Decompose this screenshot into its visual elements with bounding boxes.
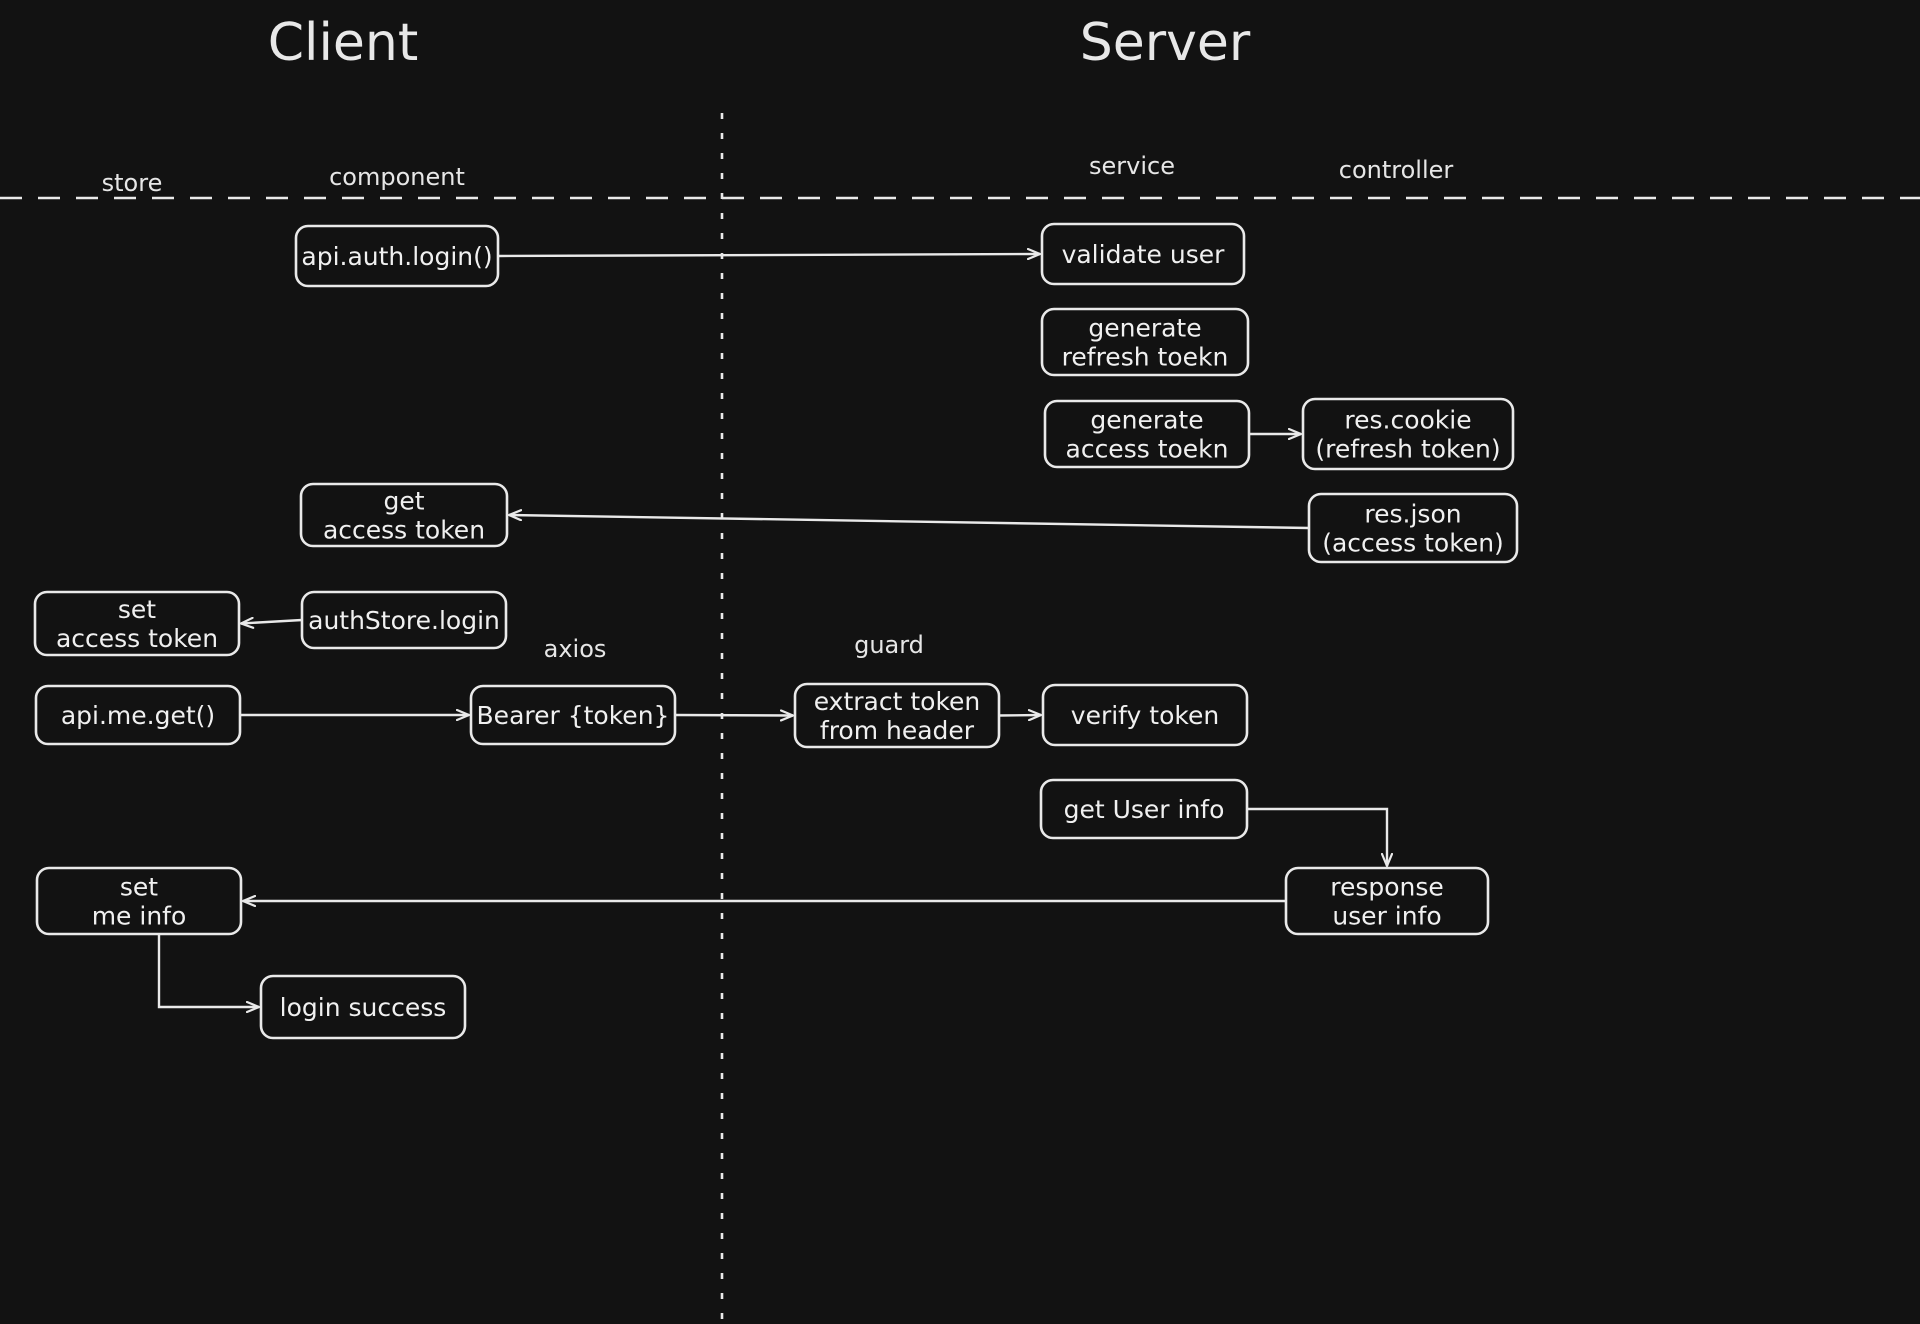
node-box bbox=[1043, 399, 1251, 469]
node-label: user info bbox=[1332, 902, 1441, 931]
labels-layer: Client Server store component axios guard serv… bbox=[102, 13, 1454, 663]
edge-getuser-to-response bbox=[1247, 807, 1387, 866]
node-label: extract token bbox=[814, 687, 981, 716]
node-label: (refresh token) bbox=[1315, 435, 1500, 464]
node-box bbox=[35, 866, 243, 936]
column-label-guard: guard bbox=[854, 631, 924, 659]
node-label: access token bbox=[323, 516, 485, 545]
node-validate-user[interactable]: validate user bbox=[1040, 222, 1246, 286]
lane-title-client: Client bbox=[268, 13, 419, 73]
node-box bbox=[1041, 683, 1249, 747]
node-label: response bbox=[1330, 873, 1444, 902]
node-verify-token[interactable]: verify token bbox=[1041, 683, 1249, 747]
node-label: access toekn bbox=[1066, 435, 1229, 464]
node-api-auth-login[interactable]: api.auth.login() bbox=[294, 224, 500, 288]
node-box bbox=[469, 684, 677, 746]
edge-resjson-to-get-token bbox=[509, 515, 1310, 530]
node-label: refresh toekn bbox=[1062, 343, 1229, 372]
dividers-layer bbox=[0, 113, 1920, 1324]
node-box bbox=[793, 682, 1001, 749]
node-api-me-get[interactable]: api.me.get() bbox=[34, 684, 242, 746]
node-box bbox=[1284, 866, 1490, 936]
lane-title-server: Server bbox=[1080, 13, 1251, 73]
node-label: generate bbox=[1090, 406, 1203, 435]
node-label: me info bbox=[92, 902, 187, 931]
nodes-layer: api.auth.login()validate usergenerateref… bbox=[33, 222, 1519, 1040]
node-label: res.cookie bbox=[1344, 406, 1471, 435]
node-get-user-info[interactable]: get User info bbox=[1039, 778, 1249, 840]
node-box bbox=[259, 974, 467, 1040]
node-box bbox=[1040, 222, 1246, 286]
node-box bbox=[33, 590, 241, 657]
node-label: set bbox=[120, 873, 158, 902]
column-label-axios: axios bbox=[544, 635, 607, 663]
node-box bbox=[1039, 778, 1249, 840]
edge-bearer-to-extract bbox=[674, 715, 793, 716]
node-label: Bearer {token} bbox=[477, 701, 670, 730]
node-box bbox=[294, 224, 500, 288]
node-box bbox=[300, 590, 508, 650]
node-label: validate user bbox=[1062, 240, 1226, 269]
node-label: login success bbox=[280, 993, 447, 1022]
edge-login-to-validate bbox=[497, 254, 1040, 256]
node-label: authStore.login bbox=[308, 606, 500, 635]
node-res-json[interactable]: res.json(access token) bbox=[1307, 492, 1519, 564]
column-label-store: store bbox=[102, 169, 163, 197]
node-label: verify token bbox=[1071, 701, 1219, 730]
edge-authstore-to-set-token bbox=[241, 620, 303, 624]
node-label: from header bbox=[820, 716, 975, 745]
node-box bbox=[1040, 307, 1250, 377]
node-box bbox=[299, 482, 509, 548]
node-label: access token bbox=[56, 624, 218, 653]
node-label: set bbox=[118, 595, 156, 624]
node-box bbox=[34, 684, 242, 746]
node-label: get bbox=[383, 487, 424, 516]
node-box bbox=[1301, 397, 1515, 471]
node-login-success[interactable]: login success bbox=[259, 974, 467, 1040]
edge-set-me-info-to-success bbox=[157, 934, 259, 1007]
node-label: api.auth.login() bbox=[301, 242, 492, 271]
node-bearer-token[interactable]: Bearer {token} bbox=[469, 684, 677, 746]
edge-extract-to-verify bbox=[998, 715, 1041, 716]
column-label-controller: controller bbox=[1339, 156, 1454, 184]
node-label: (access token) bbox=[1322, 529, 1504, 558]
node-label: get User info bbox=[1064, 795, 1225, 824]
node-box bbox=[1307, 492, 1519, 564]
node-auth-store-login[interactable]: authStore.login bbox=[300, 590, 508, 650]
column-label-service: service bbox=[1089, 152, 1175, 180]
node-label: api.me.get() bbox=[61, 701, 215, 730]
node-label: generate bbox=[1088, 314, 1201, 343]
column-label-component: component bbox=[329, 163, 465, 191]
node-label: res.json bbox=[1364, 500, 1461, 529]
edges-layer bbox=[157, 254, 1387, 1007]
node-res-cookie[interactable]: res.cookie(refresh token) bbox=[1301, 397, 1515, 471]
